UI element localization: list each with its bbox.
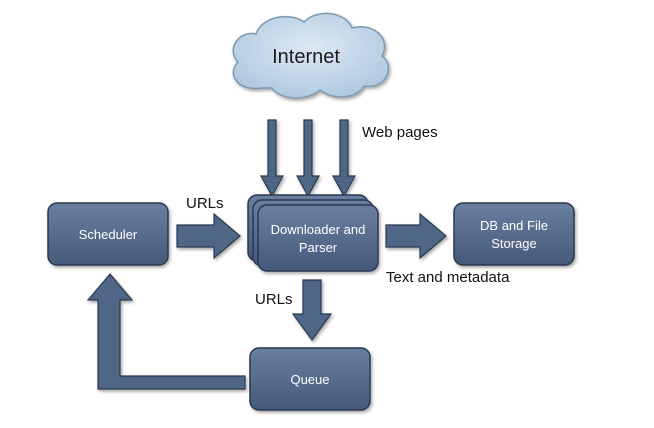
urls-in-label: URLs [186,195,224,212]
scheduler-box [47,202,169,266]
storage-node: DB and File Storage [453,202,575,266]
internet-cloud: Internet [232,12,390,99]
web-pages-arrow-2 [295,119,321,198]
storage-label-line2: Storage [491,236,537,251]
scheduler-label: Scheduler [79,227,138,242]
storage-box [453,202,575,266]
downloader-label-line1: Downloader and [271,222,366,237]
web-pages-label: Web pages [362,124,438,141]
urls-in-arrow [176,212,241,260]
queue-node: Queue [249,347,371,411]
cloud-shape [232,12,390,99]
urls-out-label: URLs [255,291,293,308]
scheduler-node: Scheduler [47,202,169,266]
downloader-box [257,204,379,272]
storage-label-line1: DB and File [480,218,548,233]
downloader-label-line2: Parser [299,240,338,255]
cloud-label: Internet [272,46,340,68]
queue-box [249,347,371,411]
text-metadata-arrow [385,212,447,260]
urls-out-arrow [291,279,333,342]
text-metadata-label: Text and metadata [386,269,510,286]
web-pages-arrow-1 [259,119,285,198]
queue-label: Queue [290,372,329,387]
web-pages-arrow-3 [331,119,357,198]
downloader-node: Downloader and Parser [247,194,379,272]
queue-to-scheduler-arrow [86,273,246,390]
web-pages-arrows [259,119,357,198]
